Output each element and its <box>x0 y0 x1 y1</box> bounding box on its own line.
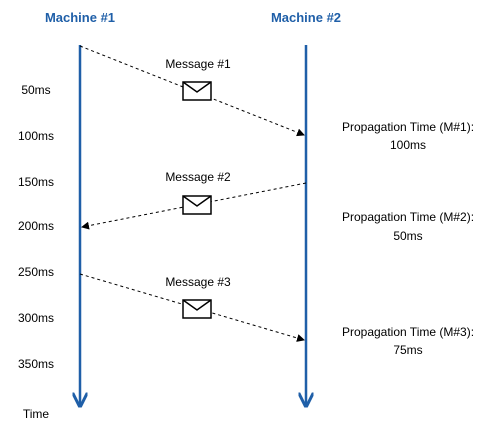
tick-300ms: 300ms <box>18 311 54 325</box>
tick-250ms: 250ms <box>18 265 54 279</box>
envelope-icon <box>182 195 212 215</box>
tick-100ms: 100ms <box>18 129 54 143</box>
message-1: Message #1 <box>79 45 305 137</box>
propagation-2-label: Propagation Time (M#2): <box>342 210 474 224</box>
envelope-icon <box>182 299 212 319</box>
time-axis-label: Time <box>23 407 50 421</box>
machine-2-title: Machine #2 <box>271 10 341 25</box>
propagation-1-value: 100ms <box>390 138 426 152</box>
tick-50ms: 50ms <box>21 83 50 97</box>
propagation-3: Propagation Time (M#3): 75ms <box>342 325 474 357</box>
envelope-icon <box>182 81 212 101</box>
tick-350ms: 350ms <box>18 357 54 371</box>
machine-1-title: Machine #1 <box>45 10 115 25</box>
message-2: Message #2 <box>81 170 307 230</box>
propagation-1-label: Propagation Time (M#1): <box>342 120 474 134</box>
propagation-2-value: 50ms <box>393 229 422 243</box>
message-3-label: Message #3 <box>165 275 231 289</box>
propagation-2: Propagation Time (M#2): 50ms <box>342 210 474 243</box>
propagation-3-value: 75ms <box>393 343 422 357</box>
time-axis-ticks: 50ms 100ms 150ms 200ms 250ms 300ms 350ms <box>18 83 54 371</box>
message-2-label: Message #2 <box>165 170 231 184</box>
message-1-label: Message #1 <box>165 57 231 71</box>
tick-150ms: 150ms <box>18 175 54 189</box>
propagation-1: Propagation Time (M#1): 100ms <box>342 120 474 152</box>
message-3: Message #3 <box>79 273 305 342</box>
propagation-3-label: Propagation Time (M#3): <box>342 325 474 339</box>
tick-200ms: 200ms <box>18 219 54 233</box>
